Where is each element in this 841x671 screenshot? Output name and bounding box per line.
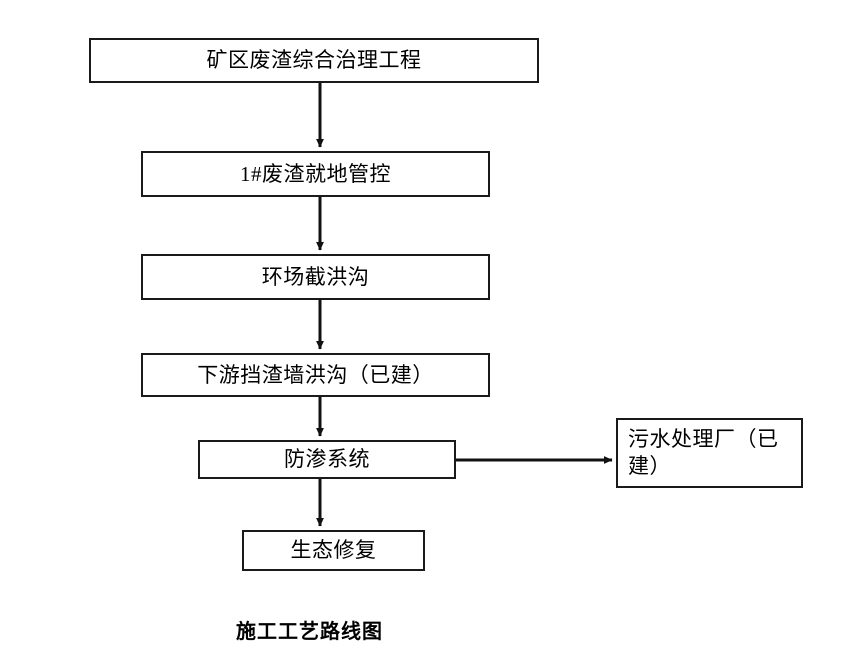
node-eco-restoration[interactable]: 生态修复 (242, 530, 425, 571)
node-project[interactable]: 矿区废渣综合治理工程 (89, 38, 539, 83)
node-perimeter-ditch[interactable]: 环场截洪沟 (141, 254, 490, 300)
node-anti-seepage[interactable]: 防渗系统 (198, 440, 456, 479)
node-wastewater-plant[interactable]: 污水处理厂（已建） (616, 418, 803, 488)
node-downstream-wall-ditch[interactable]: 下游挡渣墙洪沟（已建） (141, 353, 490, 397)
diagram-caption: 施工工艺路线图 (236, 621, 383, 643)
node-onsite-control[interactable]: 1#废渣就地管控 (141, 151, 490, 197)
